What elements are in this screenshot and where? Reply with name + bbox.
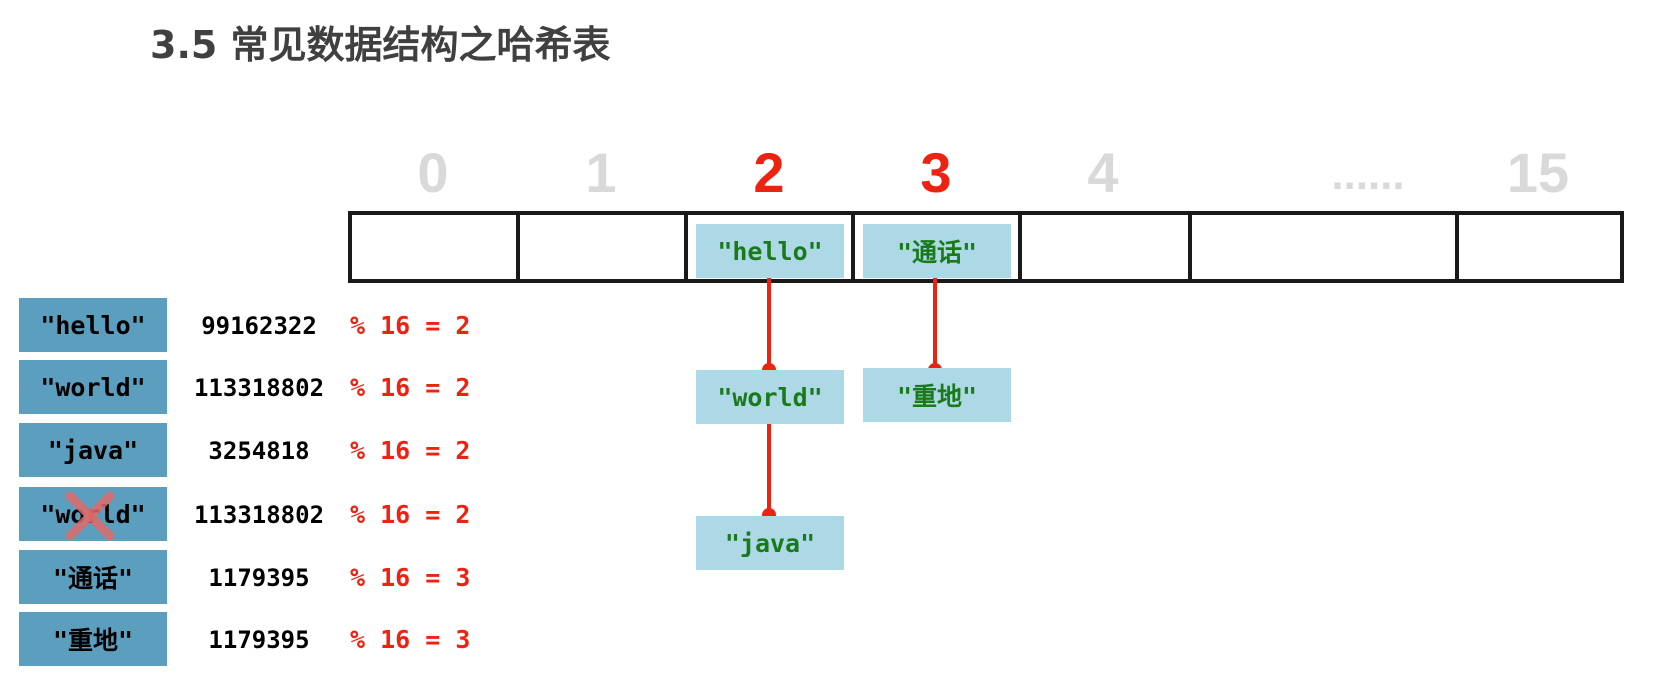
index-0: 0 xyxy=(417,141,449,204)
chain-node-world: "world" xyxy=(696,370,844,424)
index-3: 3 xyxy=(920,141,952,204)
hash-value: 3254818 xyxy=(208,437,310,465)
reject-cross-icon xyxy=(65,491,115,541)
cell-divider xyxy=(516,211,520,283)
index-1: 1 xyxy=(585,141,617,204)
cell-divider xyxy=(851,211,855,283)
hash-value: 1179395 xyxy=(208,564,310,592)
modulo-result: % 16 = 2 xyxy=(350,436,471,465)
cell-divider xyxy=(1018,211,1022,283)
key-box: "重地" xyxy=(19,612,167,666)
chain-node-zhongdi: "重地" xyxy=(863,368,1011,422)
hash-value: 1179395 xyxy=(208,626,310,654)
hash-value: 113318802 xyxy=(193,501,325,529)
hash-value: 113318802 xyxy=(193,374,325,402)
modulo-result: % 16 = 2 xyxy=(350,500,471,529)
cell-divider xyxy=(684,211,688,283)
index-ellipsis: ...... xyxy=(1331,150,1405,199)
modulo-result: % 16 = 2 xyxy=(350,373,471,402)
hash-table-array xyxy=(348,211,1624,283)
page-title: 3.5 常见数据结构之哈希表 xyxy=(150,23,611,67)
key-box: "world" xyxy=(19,360,167,414)
index-4: 4 xyxy=(1087,141,1119,204)
modulo-result: % 16 = 3 xyxy=(350,625,471,654)
key-box: "java" xyxy=(19,423,167,477)
index-2: 2 xyxy=(753,141,785,204)
modulo-result: % 16 = 3 xyxy=(350,563,471,592)
key-box: "hello" xyxy=(19,298,167,352)
modulo-result: % 16 = 2 xyxy=(350,311,471,340)
cell-divider xyxy=(1455,211,1459,283)
bucket-3-node: "通话" xyxy=(863,224,1011,278)
chain-node-java: "java" xyxy=(696,516,844,570)
hash-value: 99162322 xyxy=(201,312,317,340)
index-15: 15 xyxy=(1506,141,1570,204)
bucket-2-node: "hello" xyxy=(696,224,844,278)
cell-divider xyxy=(1188,211,1192,283)
key-box: "通话" xyxy=(19,550,167,604)
